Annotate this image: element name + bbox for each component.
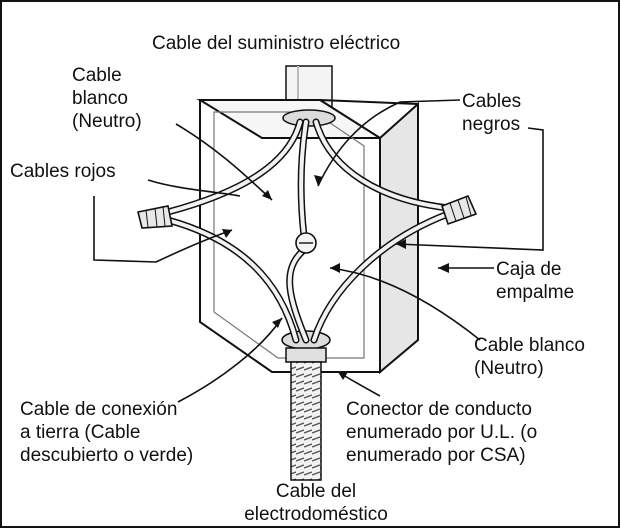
label-ground-line-1: Cable de conexión bbox=[20, 399, 178, 420]
label-white-top-line-3: (Neutro) bbox=[72, 111, 142, 132]
label-white-top-line-1: Cable bbox=[72, 65, 122, 86]
label-white-bottom-line-1: Cable blanco bbox=[474, 335, 585, 356]
label-conduit-line-1: Conector de conducto bbox=[346, 399, 532, 420]
label-conduit-line-2: enumerado por U.L. (o bbox=[346, 422, 538, 443]
leader-lines bbox=[93, 99, 544, 403]
label-ground-cable: Cable de conexión a tierra (Cable descub… bbox=[20, 398, 193, 467]
label-supply-cable: Cable del suministro eléctrico bbox=[152, 32, 400, 55]
ground-screw bbox=[295, 232, 317, 254]
label-red-cables: Cables rojos bbox=[10, 160, 116, 183]
label-appliance-line-1: Cable del bbox=[275, 481, 357, 502]
label-white-neutral-bottom: Cable blanco (Neutro) bbox=[474, 334, 585, 380]
label-red-line-1: Cables rojos bbox=[10, 161, 116, 182]
label-ground-line-2: a tierra (Cable bbox=[20, 422, 141, 443]
junction-box bbox=[196, 99, 419, 375]
wire-nut-left bbox=[137, 205, 173, 229]
label-black-cables: Cables negros bbox=[462, 90, 521, 136]
label-appliance-line-2: electrodoméstico bbox=[244, 504, 388, 525]
label-conduit-line-3: enumerado por CSA) bbox=[346, 445, 526, 466]
label-black-line-2: negros bbox=[462, 114, 521, 135]
label-supply-line-1: Cable del suministro eléctrico bbox=[152, 33, 401, 54]
label-ground-line-3: descubierto o verde) bbox=[20, 445, 194, 466]
label-box-line-1: Caja de bbox=[496, 259, 562, 280]
wire-nut-right bbox=[440, 194, 478, 226]
label-white-neutral-top: Cable blanco (Neutro) bbox=[72, 64, 142, 133]
label-box-line-2: empalme bbox=[496, 282, 575, 303]
conduit-connector bbox=[285, 347, 327, 481]
wires-fill bbox=[166, 120, 450, 342]
label-appliance-cable: Cable del electrodoméstico bbox=[218, 480, 414, 526]
label-junction-box: Caja de empalme bbox=[496, 258, 574, 304]
label-conduit-connector: Conector de conducto enumerado por U.L. … bbox=[346, 398, 537, 467]
label-black-line-1: Cables bbox=[462, 91, 522, 112]
leader-arrowheads bbox=[222, 175, 449, 380]
label-white-bottom-line-2: (Neutro) bbox=[474, 358, 544, 379]
label-white-top-line-2: blanco bbox=[72, 88, 128, 109]
